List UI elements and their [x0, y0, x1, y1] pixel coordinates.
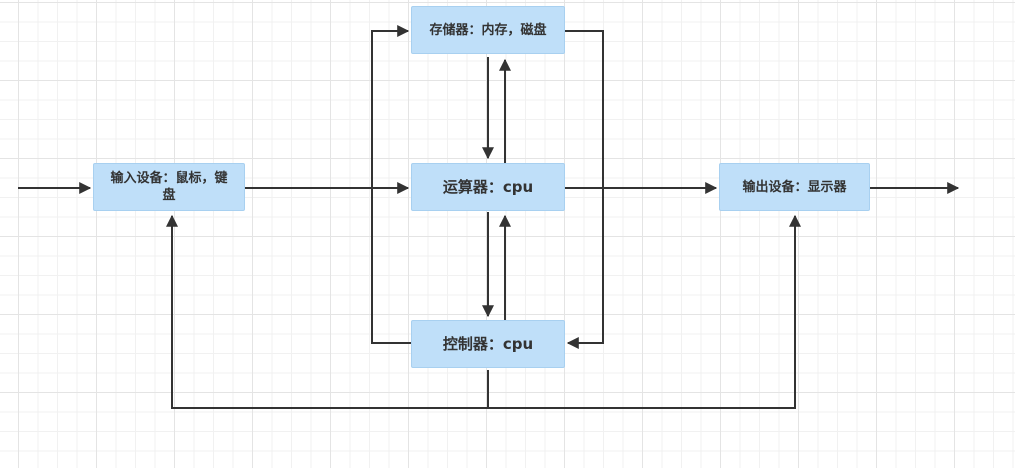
- edge-storage-to-control: [565, 30, 604, 349]
- storage-node-label: 存储器：内存，磁盘: [429, 22, 547, 38]
- storage-node: 存储器：内存，磁盘: [411, 6, 565, 54]
- alu-node-label: 运算器：cpu: [442, 177, 534, 196]
- output-device-node-label: 输出设备：显示器: [742, 179, 847, 195]
- alu-node: 运算器：cpu: [411, 163, 565, 211]
- edge-control-to-output: [488, 214, 801, 409]
- control-node: 控制器：cpu: [411, 320, 565, 368]
- output-device-node: 输出设备：显示器: [719, 163, 870, 211]
- input-device-node-label: 输入设备：鼠标，键盘: [110, 171, 228, 203]
- input-device-node: 输入设备：鼠标，键盘: [93, 163, 245, 211]
- edge-control-to-input: [166, 214, 488, 409]
- edge-control-to-storage: [371, 25, 411, 344]
- control-node-label: 控制器：cpu: [442, 334, 534, 353]
